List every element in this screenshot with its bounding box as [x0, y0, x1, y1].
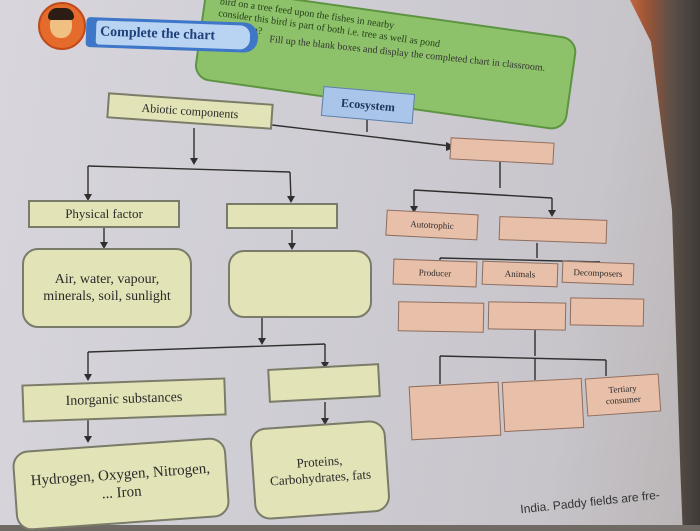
- autotrophic-label: Autotrophic: [410, 218, 454, 232]
- tertiary-consumer-box: Tertiary consumer: [584, 373, 662, 417]
- autotrophic-box: Autotrophic: [385, 209, 479, 241]
- inorganic-examples-label: Hydrogen, Oxygen, Nitrogen, ... Iron: [30, 460, 211, 503]
- organic-examples-box: Proteins, Carbohydrates, fats: [248, 419, 392, 521]
- animals-box: Animals: [481, 260, 559, 288]
- blank-box-primary-consumer: [408, 381, 502, 441]
- abiotic-label: Abiotic components: [141, 100, 239, 121]
- tertiary-label: Tertiary consumer: [605, 383, 642, 407]
- organic-examples-label: Proteins, Carbohydrates, fats: [269, 452, 372, 489]
- physical-examples-box: Air, water, vapour, minerals, soil, sunl…: [22, 248, 192, 328]
- blank-box-producer-example: [397, 301, 485, 333]
- decomposers-label: Decomposers: [573, 267, 623, 279]
- physical-examples-label: Air, water, vapour, minerals, soil, sunl…: [43, 272, 171, 304]
- producer-label: Producer: [418, 267, 452, 279]
- mascot-icon: [38, 2, 86, 50]
- blank-box-animal-example: [487, 301, 567, 331]
- inorganic-substances-box: Inorganic substances: [21, 377, 227, 423]
- blank-rounded-box: [228, 250, 372, 318]
- blank-box-heterotrophic: [498, 216, 608, 244]
- animals-label: Animals: [504, 268, 536, 280]
- inorganic-label: Inorganic substances: [65, 389, 183, 410]
- blank-box-organic: [267, 363, 381, 403]
- blank-box-decomposer-example: [569, 297, 645, 327]
- blank-box-secondary-consumer: [501, 377, 585, 433]
- producer-box: Producer: [392, 258, 478, 288]
- inorganic-examples-box: Hydrogen, Oxygen, Nitrogen, ... Iron: [11, 436, 231, 531]
- blank-box-abiotic-2: [226, 203, 338, 229]
- decomposers-box: Decomposers: [561, 260, 635, 286]
- ecosystem-label: Ecosystem: [340, 95, 396, 114]
- physical-factor-label: Physical factor: [65, 206, 143, 221]
- physical-factor-box: Physical factor: [28, 200, 180, 228]
